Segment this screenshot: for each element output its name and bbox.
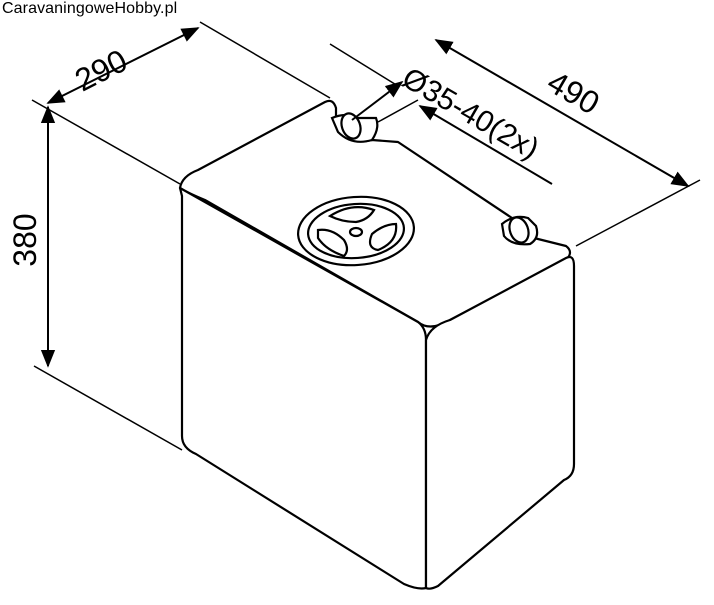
dim-length-label: 490 bbox=[541, 64, 605, 122]
dim-height-label: 380 bbox=[7, 213, 43, 266]
inspection-cap bbox=[296, 195, 416, 267]
port-stub-right bbox=[500, 215, 539, 246]
tank-right-face bbox=[424, 255, 576, 590]
dim-width-label: 290 bbox=[69, 42, 133, 98]
port-stub-left bbox=[330, 112, 379, 143]
tank-body bbox=[178, 99, 576, 590]
dim-port-label: Ø35-40(2x) bbox=[397, 61, 545, 165]
tank-left-face bbox=[178, 186, 428, 590]
dimension-lines bbox=[31, 21, 701, 451]
watermark-text: CaravaningoweHobby.pl bbox=[2, 0, 178, 17]
